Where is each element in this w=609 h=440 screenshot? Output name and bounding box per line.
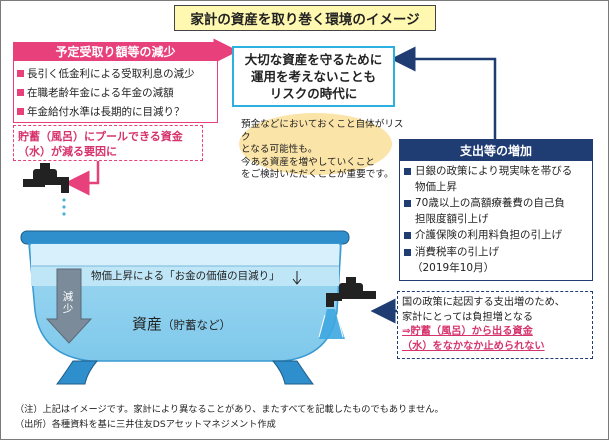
bullet-square-icon — [404, 248, 411, 256]
bullet-square-icon — [404, 168, 411, 175]
tax-date: （2019年10月） — [412, 262, 495, 274]
right-item-3: 介護保険の利用料負担の引上げ — [404, 228, 590, 244]
faucet-icon-right — [318, 277, 376, 339]
right-panel-list: 日銀の政策により現実味を帯びる物価上昇 70歳以上の高額療養費の自己負担限度額引… — [399, 161, 593, 281]
water-strip-label: 物価上昇による「お金の価値の目減り」 — [91, 270, 280, 282]
left-item-2: 在職老齢年金による年金の減額 — [17, 83, 215, 102]
asset-label: 資産（貯蓄など） — [132, 315, 232, 333]
advice-balloon-text: 預金などにおいておくこと自体がリスク となる可能性も。 今ある資産を増やしていく… — [241, 119, 404, 180]
expense-burden-note: 国の政策に起因する支出増のため、 家計にとっては負担増となる ⇒貯蓄（風呂）から… — [397, 291, 593, 359]
down-arrow-icon — [45, 268, 93, 344]
savings-reduction-note: 貯蓄（風呂）にプールできる資金 （水）が減る要因に — [13, 125, 203, 161]
down-arrow-label: 減少 — [62, 291, 74, 315]
bullet-square-icon — [404, 200, 411, 207]
left-panel-list: 長引く低金利による受取利息の減少 在職老齢年金による年金の減額 年金給付水準は長… — [13, 61, 218, 123]
footnotes: （注）上記はイメージです。家計により異なることがあり、またすべてを記載したもので… — [15, 402, 444, 432]
left-panel-header: 予定受取り額等の減少 — [13, 42, 218, 61]
advice-balloon — [239, 113, 392, 175]
left-item-3: 年金給付水準は長期的に目減り？ — [17, 102, 215, 121]
right-panel-header: 支出等の増加 — [399, 139, 593, 161]
center-message-box: 大切な資産を守るために 運用を考えないことも リスクの時代に — [232, 46, 395, 107]
bullet-square-icon — [17, 70, 24, 77]
diagram-title: 家計の資産を取り巻く環境のイメージ — [174, 5, 436, 31]
bullet-square-icon — [17, 89, 24, 96]
right-item-4: 消費税率の引上げ — [404, 245, 590, 261]
bullet-square-icon — [404, 232, 411, 239]
note-source: （出所）各種資料を基に三井住友DSアセットマネジメント作成 — [15, 419, 276, 430]
arrow-right-to-center — [390, 46, 497, 139]
note-1: （注）上記はイメージです。家計により異なることがあり、またすべてを記載したもので… — [15, 404, 444, 415]
right-item-1: 日銀の政策により現実味を帯びる物価上昇 — [404, 164, 590, 195]
faucet-icon-left — [23, 163, 69, 216]
left-item-1: 長引く低金利による受取利息の減少 — [17, 64, 215, 83]
bullet-square-icon — [17, 108, 24, 115]
right-item-2: 70歳以上の高額療養費の自己負担限度額引上げ — [404, 196, 590, 227]
bathtub-icon — [20, 230, 350, 385]
